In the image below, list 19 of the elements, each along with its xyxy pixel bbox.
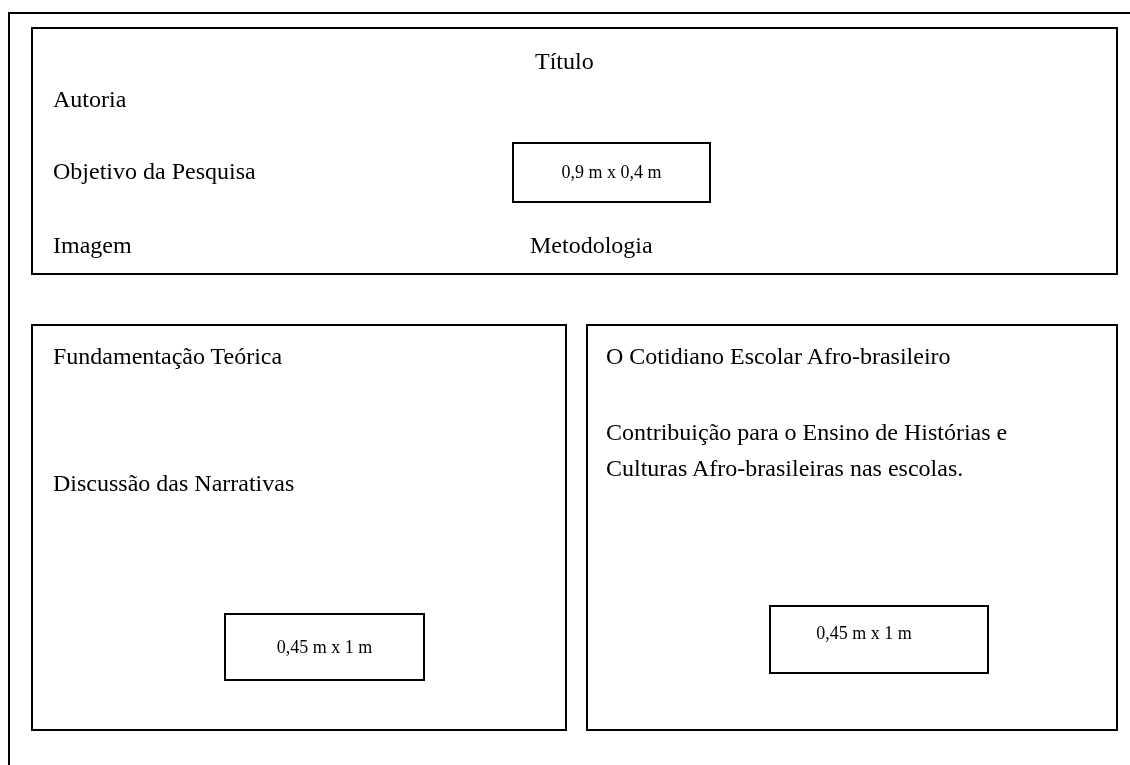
dimension-box	[224, 613, 425, 681]
dimension-label: 0,45 m x 1 m	[275, 636, 374, 659]
dimension-box	[512, 142, 711, 203]
dimension-label: 0,45 m x 1 m	[815, 622, 913, 645]
section-label: O Cotidiano Escolar Afro-brasileiro	[606, 342, 951, 371]
poster-title: Título	[535, 47, 594, 76]
dimension-box	[769, 605, 989, 674]
section-label: Discussão das Narrativas	[53, 469, 295, 498]
section-label: Objetivo da Pesquisa	[53, 157, 256, 186]
section-panel	[31, 27, 1118, 275]
dimension-label: 0,9 m x 0,4 m	[560, 161, 663, 184]
section-label: Fundamentação Teórica	[53, 342, 283, 371]
section-panel	[31, 324, 567, 731]
section-label: Contribuição para o Ensino de Histórias e Culturas Afro-brasileiras nas escolas.	[606, 418, 1009, 483]
section-label: Autoria	[53, 85, 127, 114]
page-frame	[8, 12, 1130, 765]
section-label: Metodologia	[530, 231, 653, 260]
section-label: Imagem	[53, 231, 132, 260]
section-panel	[586, 324, 1118, 731]
